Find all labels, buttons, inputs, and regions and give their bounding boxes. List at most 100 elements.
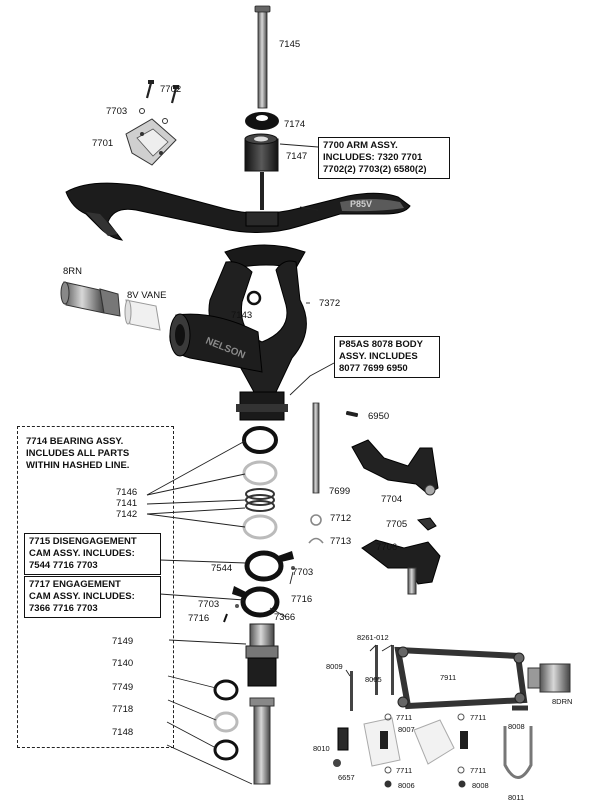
label-7143: 7143: [231, 310, 253, 321]
label-7142: 7142: [116, 509, 138, 520]
label-7711-a: 7711: [396, 713, 413, 722]
body-assy-line1: P85AS 8078 BODY: [339, 339, 423, 350]
body-assy-line3: 8077 7699 6950: [339, 363, 408, 374]
housing-7149: [245, 623, 279, 687]
arm-7700: P85V: [65, 182, 411, 241]
label-8009: 8009: [326, 662, 343, 671]
label-7141: 7141: [116, 498, 138, 509]
label-8010: 8010: [313, 744, 330, 753]
label-8261-012: 8261-012: [357, 633, 389, 642]
washer-7703-left: [235, 604, 239, 608]
label-8v-vane: 8V VANE: [127, 290, 167, 301]
label-7701: 7701: [92, 138, 114, 149]
arm-assy-line3: 7702(2) 7703(2) 6580(2): [323, 164, 427, 175]
washer-7703-top-b: [162, 118, 168, 124]
label-8rn: 8RN: [63, 266, 83, 277]
arm-assy-line1: 7700 ARM ASSY.: [323, 140, 398, 151]
bearing-assy-note: 7714 BEARING ASSY. INCLUDES ALL PARTS WI…: [26, 436, 129, 472]
label-7716-left: 7716: [188, 613, 210, 624]
vane-8v: [124, 299, 161, 331]
label-7703-left: 7703: [198, 599, 220, 610]
drain-assembly: [333, 645, 571, 788]
body-casting-8078: NELSON: [169, 244, 307, 421]
ring-7713: [308, 537, 324, 544]
label-7711-d: 7711: [470, 766, 487, 775]
nut-6657: [333, 759, 341, 767]
label-7749: 7749: [112, 682, 134, 693]
bearing-assy-line3: WITHIN HASHED LINE.: [26, 460, 130, 471]
bushing-7147: [244, 133, 279, 210]
label-8008-top: 8008: [508, 722, 525, 731]
engagement-callout: 7717 ENGAGEMENT CAM ASSY. INCLUDES: 7366…: [24, 576, 161, 618]
label-7174: 7174: [284, 119, 306, 130]
nozzle-8rn: [60, 281, 121, 317]
disengagement-line3: 7544 7716 7703: [29, 560, 98, 571]
leader-lines: [146, 143, 393, 785]
bearing-stack: [242, 426, 278, 540]
label-7703-top: 7703: [106, 106, 128, 117]
pin-7699: [312, 402, 320, 494]
cam-7706: [361, 539, 441, 595]
label-7711-c: 7711: [396, 766, 413, 775]
disengagement-line1: 7715 DISENGAGEMENT: [29, 536, 137, 547]
washer-7718: [213, 739, 239, 761]
label-8006: 8006: [398, 781, 415, 790]
cam-7544: [244, 550, 294, 582]
label-6950: 6950: [368, 411, 390, 422]
label-7148: 7148: [112, 727, 134, 738]
ring-7712: [310, 514, 322, 526]
arm-casting-text: P85V: [350, 199, 372, 209]
label-7718: 7718: [112, 704, 134, 715]
cam-7704: [351, 439, 439, 496]
arm-assy-callout: 7700 ARM ASSY. INCLUDES: 7320 7701 7702(…: [318, 137, 450, 179]
label-7145: 7145: [279, 39, 301, 50]
oring-7140: [213, 679, 239, 701]
label-8007: 8007: [398, 725, 415, 734]
label-7699: 7699: [329, 486, 351, 497]
label-7149: 7149: [112, 636, 134, 647]
label-8005: 8005: [365, 675, 382, 684]
weight-7701: [125, 118, 177, 166]
engagement-line1: 7717 ENGAGEMENT: [29, 579, 121, 590]
bearing-7148: [249, 697, 275, 785]
screw-7716-left: [223, 613, 228, 623]
spring-6950: [345, 410, 359, 418]
label-7544: 7544: [211, 563, 233, 574]
label-7713: 7713: [330, 536, 352, 547]
washer-7703-top: [139, 108, 145, 114]
label-7711-b: 7711: [470, 713, 487, 722]
clip-7705: [416, 517, 437, 531]
label-8011: 8011: [508, 793, 525, 802]
body-assy-line2: ASSY. INCLUDES: [339, 351, 418, 362]
label-7702: 7702: [160, 84, 182, 95]
washer-7703-mid: [291, 566, 295, 570]
washer-7749: [213, 711, 239, 733]
label-7372: 7372: [319, 298, 341, 309]
label-7705: 7705: [386, 519, 408, 530]
oring-7143: [246, 290, 262, 306]
label-7704: 7704: [381, 494, 403, 505]
label-7366: 7366: [274, 612, 296, 623]
label-6657: 6657: [338, 773, 355, 782]
engagement-line3: 7366 7716 7703: [29, 603, 98, 614]
shaft-7145: [254, 5, 271, 109]
label-8drn: 8DRN: [552, 697, 573, 706]
label-7706: 7706: [376, 542, 398, 553]
bearing-assy-line2: INCLUDES ALL PARTS: [26, 448, 130, 459]
disengagement-callout: 7715 DISENGAGEMENT CAM ASSY. INCLUDES: 7…: [24, 533, 161, 575]
label-7712: 7712: [330, 513, 352, 524]
cam-7366: [232, 586, 280, 618]
arm-assy-line2: INCLUDES: 7320 7701: [323, 152, 423, 163]
label-7146: 7146: [116, 487, 138, 498]
washer-7174: [245, 112, 279, 130]
label-8008-bot: 8008: [472, 781, 489, 790]
screw-7702: [145, 80, 179, 104]
body-assy-callout: P85AS 8078 BODY ASSY. INCLUDES 8077 7699…: [334, 336, 440, 378]
disengagement-line2: CAM ASSY. INCLUDES:: [29, 548, 135, 559]
bearing-assy-hashed-outline: [17, 426, 174, 748]
label-7716-right: 7716: [291, 594, 313, 605]
label-7147: 7147: [286, 151, 308, 162]
bearing-assy-line1: 7714 BEARING ASSY.: [26, 436, 124, 447]
